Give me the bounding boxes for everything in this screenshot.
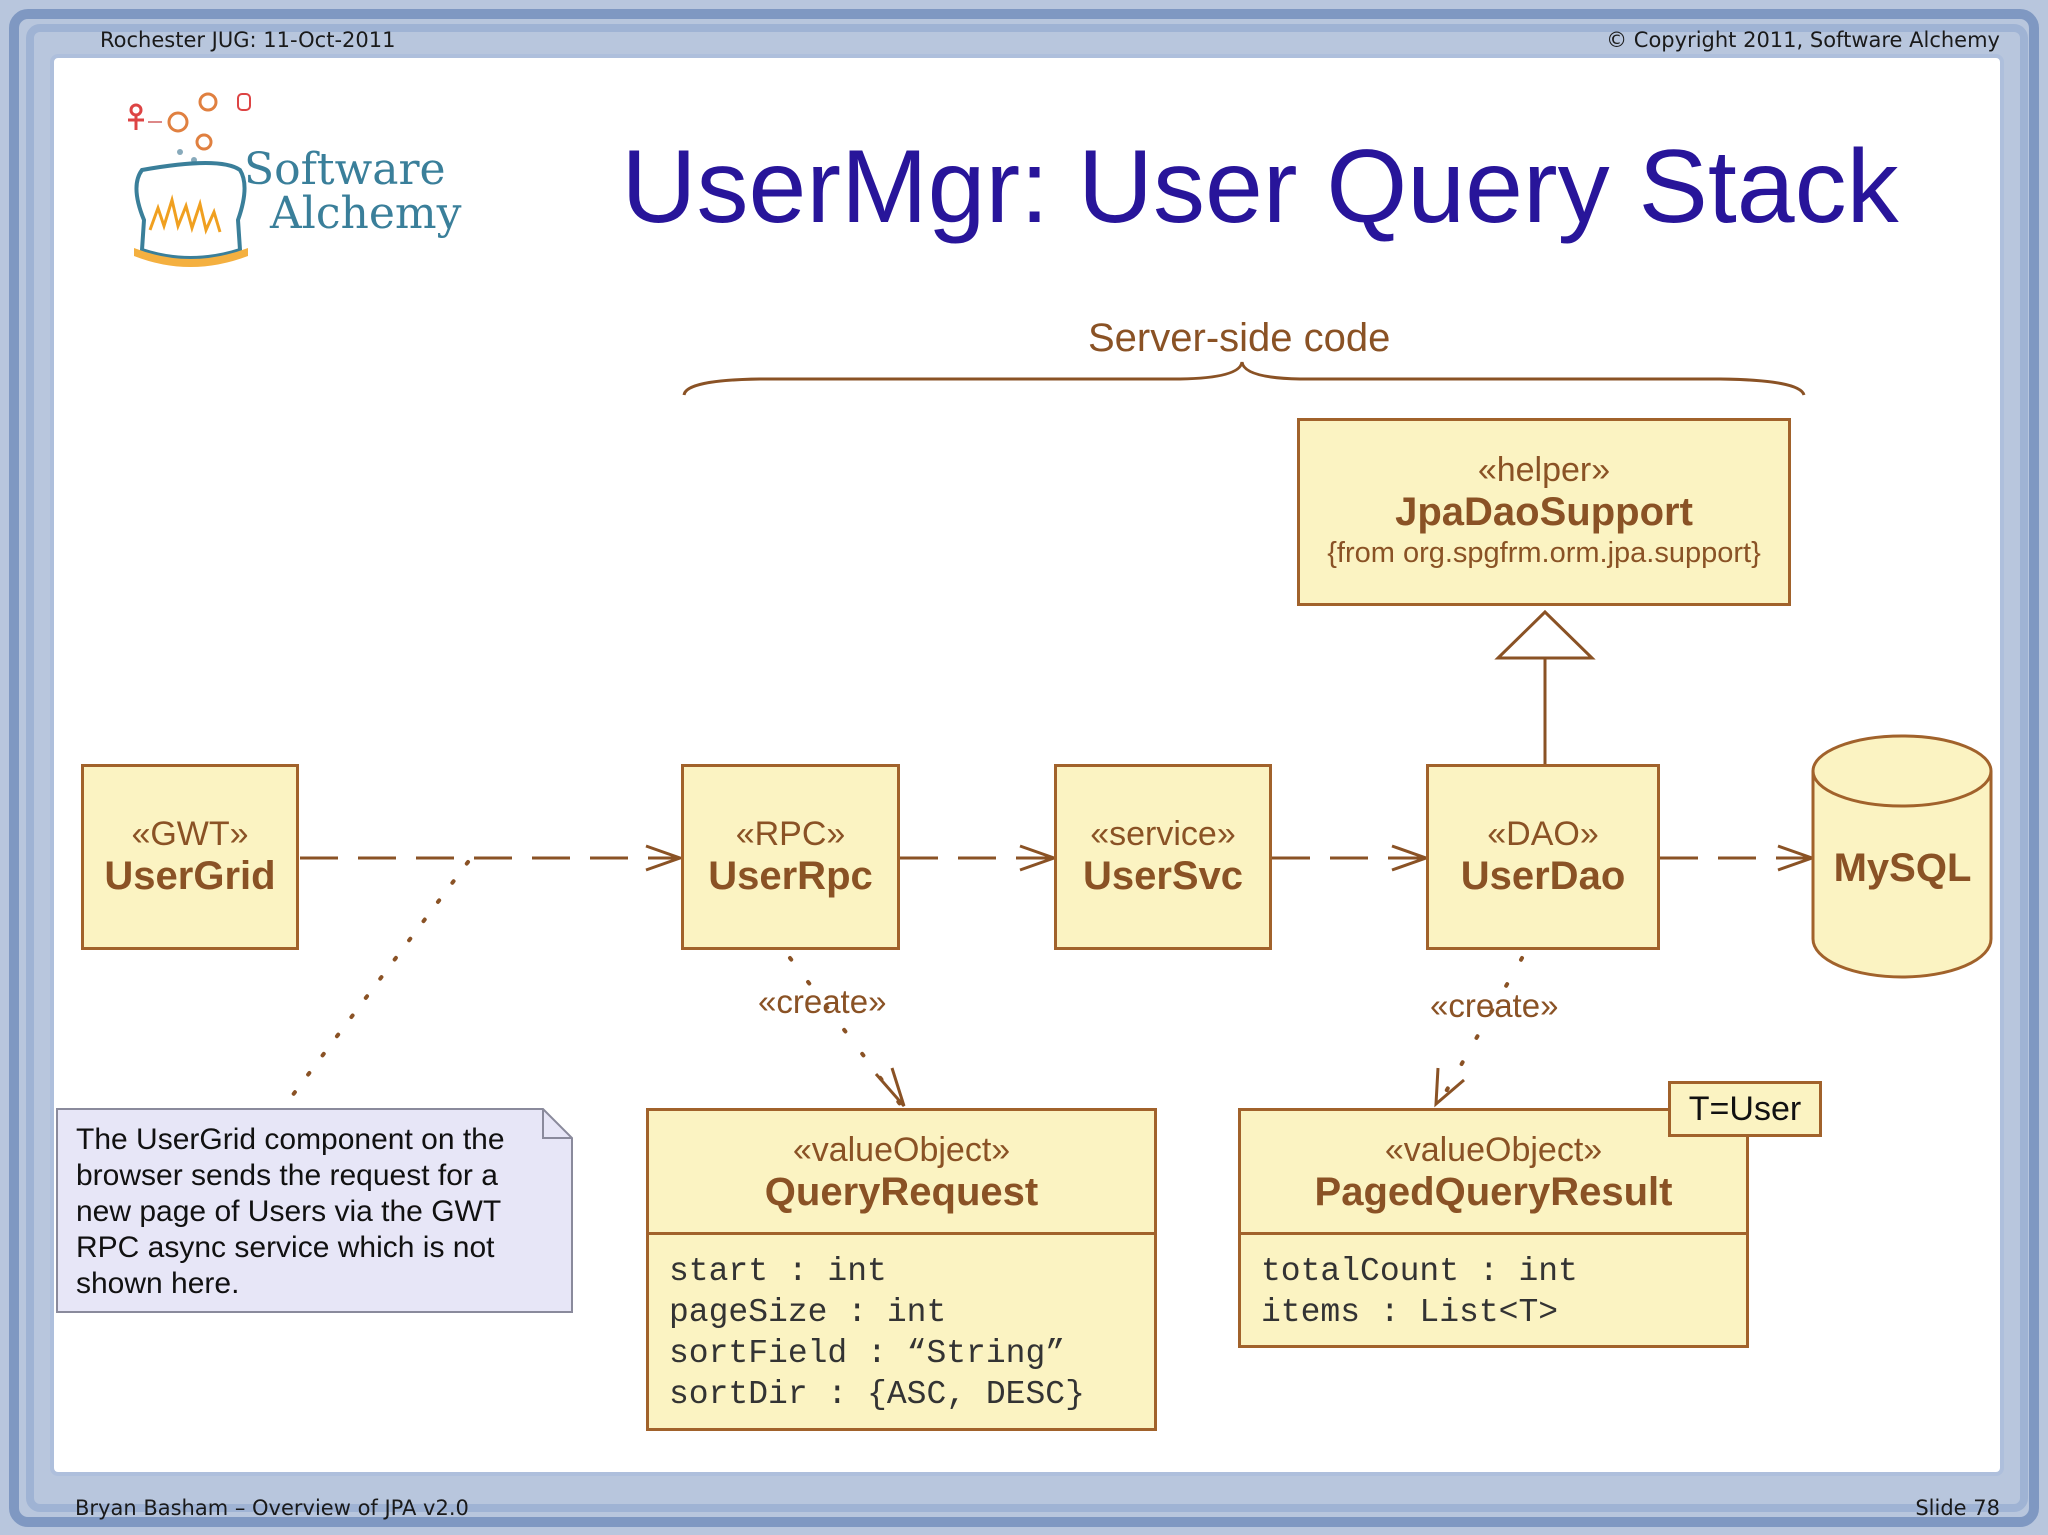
inheritance-arrowhead xyxy=(1494,609,1596,660)
class-queryrequest[interactable]: «valueObject» QueryRequest start : int p… xyxy=(646,1108,1157,1431)
brace-label: Server-side code xyxy=(1088,316,1391,360)
class-stereotype: «DAO» xyxy=(1487,815,1599,853)
class-stereotype: «valueObject» xyxy=(1384,1131,1603,1169)
class-name: QueryRequest xyxy=(764,1170,1039,1214)
note-shape xyxy=(56,1108,573,1313)
attribute: sortDir : {ASC, DESC} xyxy=(669,1376,1085,1413)
create-dep-result-arrowhead xyxy=(1434,1067,1465,1108)
class-usergrid[interactable]: «GWT» UserGrid xyxy=(81,764,299,950)
logo-text-line2: Alchemy xyxy=(270,188,462,239)
class-name: UserSvc xyxy=(1082,854,1244,898)
header-copyright: © Copyright 2011, Software Alchemy xyxy=(1606,28,2000,52)
class-stereotype: «helper» xyxy=(1477,451,1611,489)
class-header: «valueObject» PagedQueryResult xyxy=(1241,1111,1746,1235)
database-cylinder-icon xyxy=(1811,734,1993,979)
create-dep-result xyxy=(1438,956,1524,1104)
footer-author: Bryan Basham – Overview of JPA v2.0 xyxy=(75,1496,469,1520)
class-attributes: totalCount : int items : List<T> xyxy=(1241,1235,1746,1333)
class-stereotype: «service» xyxy=(1090,815,1236,853)
note-anchor-line xyxy=(284,860,470,1106)
class-userdao[interactable]: «DAO» UserDao xyxy=(1426,764,1660,950)
template-parameter-box: T=User xyxy=(1668,1081,1822,1137)
logo-text: Software Alchemy xyxy=(244,148,461,236)
class-name: UserRpc xyxy=(708,854,873,898)
attribute: totalCount : int xyxy=(1261,1253,1578,1290)
attribute: sortField : “String” xyxy=(669,1335,1066,1372)
header-event: Rochester JUG: 11-Oct-2011 xyxy=(100,28,396,52)
class-userrpc[interactable]: «RPC» UserRpc xyxy=(681,764,900,950)
create-dep-query-arrowhead xyxy=(874,1067,906,1107)
class-name: JpaDaoSupport xyxy=(1395,490,1693,534)
attribute: items : List<T> xyxy=(1261,1294,1559,1331)
logo: Software Alchemy xyxy=(120,90,461,280)
footer-slide-number: Slide 78 xyxy=(1915,1496,2000,1520)
database-name: MySQL xyxy=(1833,846,1972,890)
class-usersvc[interactable]: «service» UserSvc xyxy=(1054,764,1272,950)
database-mysql[interactable]: MySQL xyxy=(1810,733,1995,981)
class-stereotype: «valueObject» xyxy=(792,1131,1011,1169)
class-name: UserGrid xyxy=(104,854,276,898)
cauldron-logo-icon xyxy=(128,92,251,267)
diagram-note: The UserGrid component on the browser se… xyxy=(56,1108,573,1313)
class-name: UserDao xyxy=(1460,854,1626,898)
logo-text-line1: Software xyxy=(244,144,446,195)
class-stereotype: «GWT» xyxy=(131,815,249,853)
create-label-query: «create» xyxy=(758,983,887,1020)
slide-title: UserMgr: User Query Stack xyxy=(621,129,1899,245)
class-name: PagedQueryResult xyxy=(1314,1170,1673,1214)
create-label-result: «create» xyxy=(1430,987,1559,1024)
dep-grid-rpc-arrowhead xyxy=(645,844,685,872)
note-text: The UserGrid component on the browser se… xyxy=(76,1123,505,1300)
class-header: «valueObject» QueryRequest xyxy=(649,1111,1154,1235)
class-jpadaosupport[interactable]: «helper» JpaDaoSupport {from org.spgfrm.… xyxy=(1297,418,1791,606)
attribute: start : int xyxy=(669,1253,887,1290)
server-side-brace xyxy=(682,361,1806,396)
class-stereotype: «RPC» xyxy=(735,815,846,853)
class-pagedqueryresult[interactable]: «valueObject» PagedQueryResult totalCoun… xyxy=(1238,1108,1749,1348)
class-attributes: start : int pageSize : int sortField : “… xyxy=(649,1235,1154,1415)
class-origin-note: {from org.spgfrm.orm.jpa.support} xyxy=(1327,537,1761,569)
attribute: pageSize : int xyxy=(669,1294,947,1331)
